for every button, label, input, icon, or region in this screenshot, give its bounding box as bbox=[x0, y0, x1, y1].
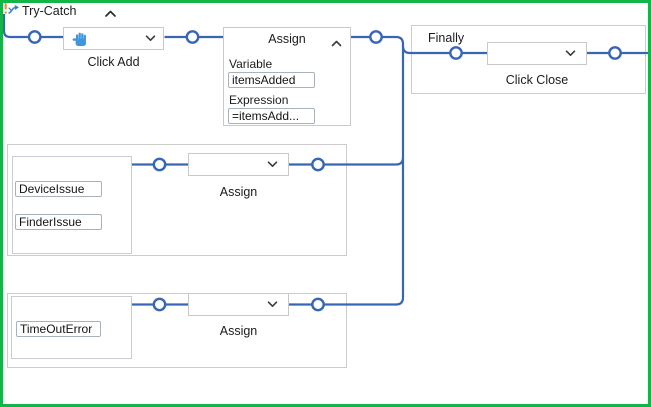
try-catch-icon bbox=[3, 2, 20, 21]
click-add-label: Click Add bbox=[87, 55, 140, 69]
chevron-down-icon bbox=[267, 161, 278, 168]
finally-label: Finally bbox=[428, 31, 465, 45]
catch-1-exception-type-1[interactable] bbox=[15, 181, 102, 197]
finally-block[interactable] bbox=[411, 25, 646, 94]
variable-label: Variable bbox=[229, 57, 273, 71]
catch-1-exception-box bbox=[12, 156, 132, 254]
catch-2-assign-activity[interactable] bbox=[188, 293, 289, 316]
catch-1-exception-type-2[interactable] bbox=[15, 214, 102, 230]
expression-input[interactable] bbox=[228, 108, 315, 124]
catch-1-merge-line bbox=[323, 157, 405, 166]
click-close-activity[interactable] bbox=[487, 42, 587, 65]
expression-label: Expression bbox=[229, 93, 289, 107]
collapse-chevron-icon[interactable] bbox=[104, 5, 117, 23]
chevron-down-icon bbox=[267, 301, 278, 308]
variable-input[interactable] bbox=[228, 72, 315, 88]
chevron-down-icon bbox=[145, 35, 156, 42]
connector-node[interactable] bbox=[369, 30, 383, 44]
connector-node[interactable] bbox=[152, 157, 167, 172]
chevron-down-icon bbox=[565, 50, 576, 57]
catch-block-2[interactable] bbox=[7, 293, 347, 368]
catch-1-assign-activity[interactable] bbox=[188, 153, 289, 176]
activity-title: Try-Catch bbox=[22, 4, 77, 18]
connector-node[interactable] bbox=[311, 297, 325, 312]
catch-block-1[interactable] bbox=[7, 144, 347, 256]
connector-node[interactable] bbox=[311, 157, 325, 172]
collapse-chevron-icon[interactable] bbox=[331, 36, 342, 50]
assign-activity-expanded[interactable]: Assign Variable Expression bbox=[223, 27, 351, 126]
hand-cursor-icon bbox=[72, 31, 89, 47]
click-close-label: Click Close bbox=[505, 73, 569, 87]
finally-entry-line bbox=[401, 45, 451, 55]
merge-vertical-line bbox=[381, 35, 405, 298]
catch-2-exception-type-1[interactable] bbox=[16, 321, 101, 337]
connector-node[interactable] bbox=[449, 46, 463, 60]
connector-node[interactable] bbox=[152, 297, 167, 312]
try-entry-line bbox=[2, 14, 29, 39]
connector-node[interactable] bbox=[608, 46, 622, 60]
assign-title: Assign bbox=[268, 32, 306, 46]
catch-2-merge-line bbox=[323, 297, 405, 306]
catch-2-assign-label: Assign bbox=[219, 324, 258, 338]
click-add-activity[interactable] bbox=[63, 27, 164, 50]
connector-node[interactable] bbox=[185, 30, 200, 44]
catch-1-assign-label: Assign bbox=[219, 185, 258, 199]
connector-node[interactable] bbox=[27, 30, 42, 44]
